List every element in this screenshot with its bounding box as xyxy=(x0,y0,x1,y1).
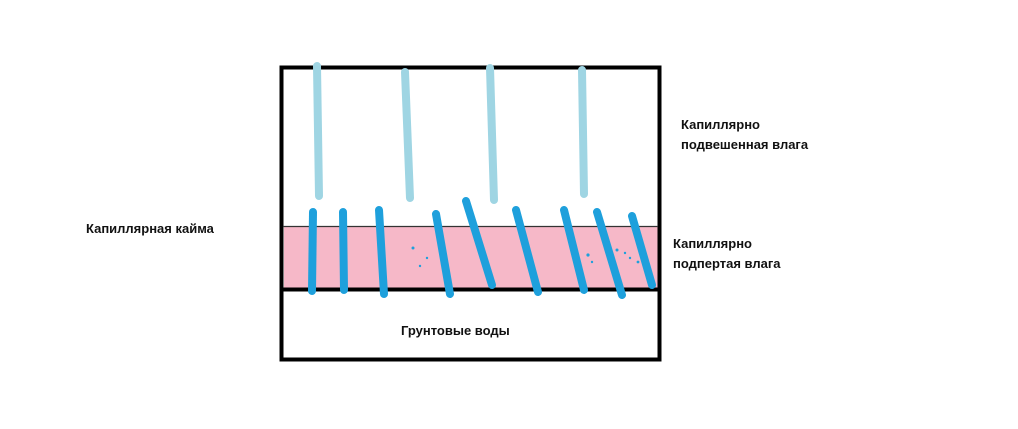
suspended-moisture-label: Капиллярно подвешенная влага xyxy=(681,115,808,155)
supported-stroke xyxy=(432,210,454,298)
supported-stroke xyxy=(628,212,656,289)
supported-moisture-label-line2: подпертая влага xyxy=(673,256,781,271)
supported-stroke xyxy=(339,208,348,294)
supported-stroke xyxy=(593,208,626,299)
suspended-stroke xyxy=(401,68,414,202)
supported-moisture-label: Капиллярно подпертая влага xyxy=(673,234,780,274)
groundwater-label: Грунтовые воды xyxy=(401,323,510,338)
supported-stroke xyxy=(560,206,588,294)
suspended-stroke xyxy=(578,66,588,198)
suspended-moisture-strokes xyxy=(313,62,588,204)
water-droplets xyxy=(411,246,640,268)
suspended-stroke xyxy=(486,64,498,204)
suspended-moisture-label-line1: Капиллярно xyxy=(681,117,761,132)
supported-stroke xyxy=(308,208,317,295)
soil-profile-frame xyxy=(279,65,662,362)
supported-moisture-label-line1: Капиллярно xyxy=(673,236,753,251)
capillary-fringe-label: Капиллярная кайма xyxy=(86,221,214,236)
supported-stroke xyxy=(512,206,542,296)
supported-stroke xyxy=(462,197,496,289)
suspended-moisture-label-line2: подвешенная влага xyxy=(681,137,809,152)
suspended-stroke xyxy=(313,62,323,200)
supported-stroke xyxy=(375,206,388,298)
supported-moisture-strokes xyxy=(308,197,656,299)
